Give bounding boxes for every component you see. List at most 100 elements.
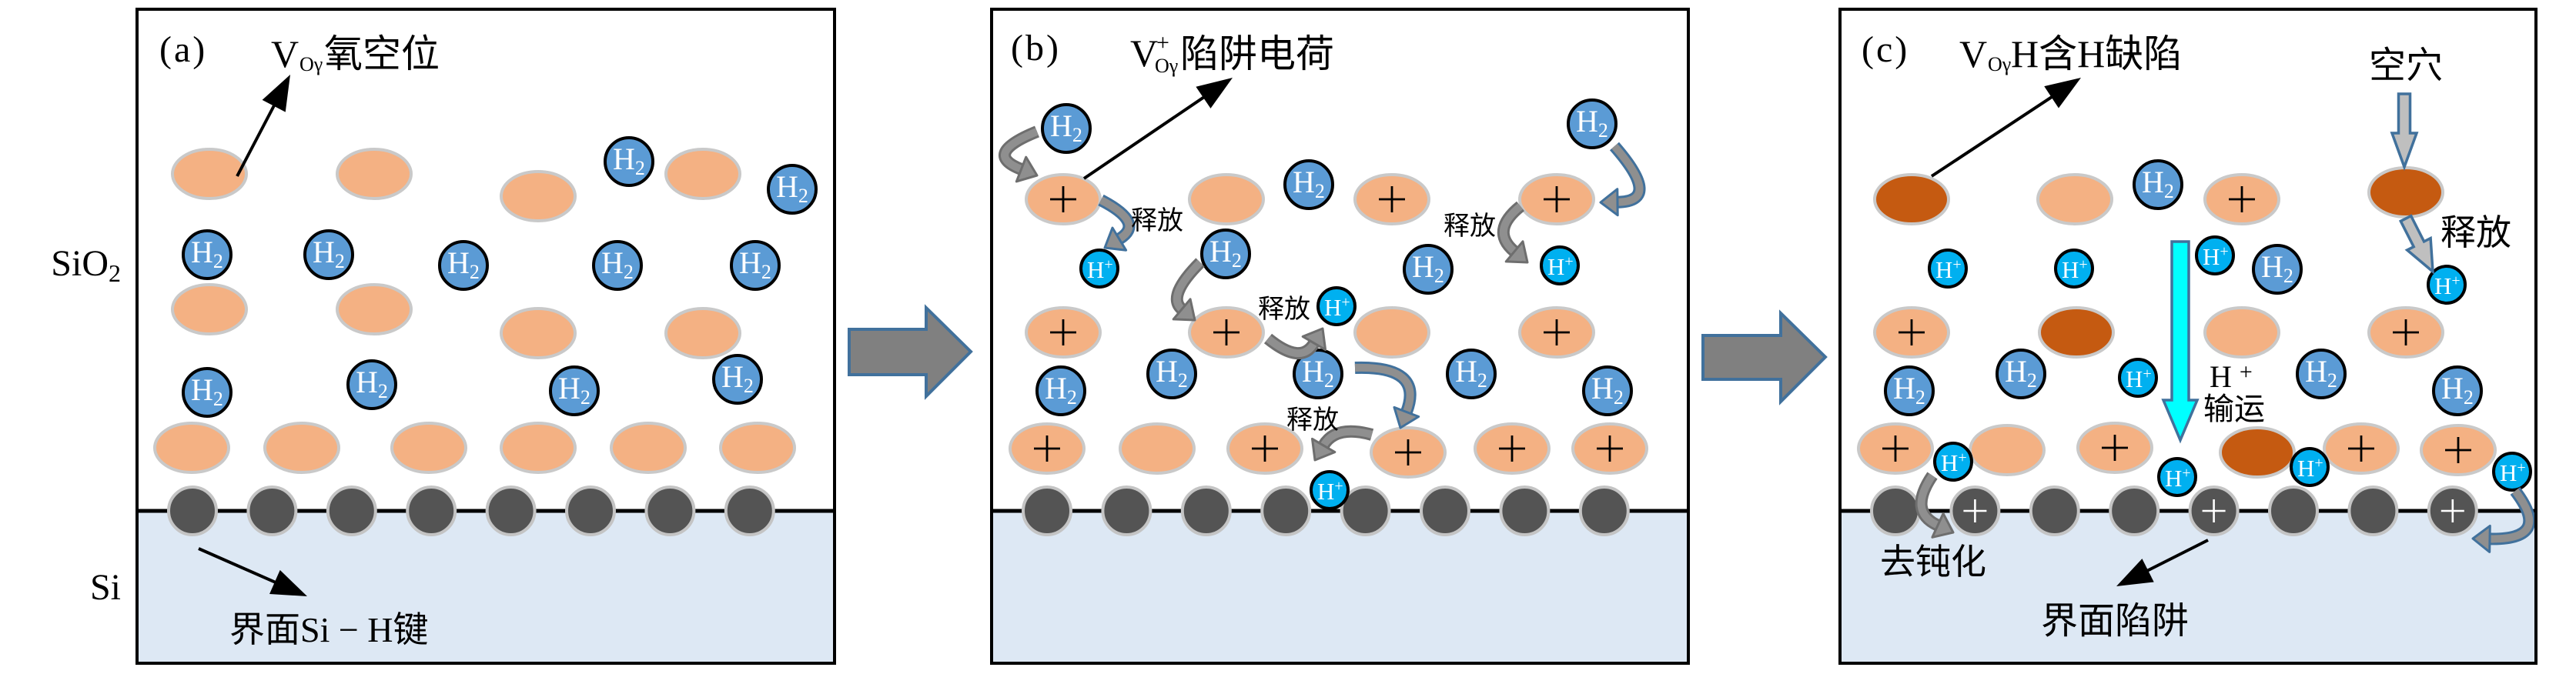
title-symbol: V	[1959, 32, 1987, 75]
h2-label: H2	[2142, 165, 2174, 202]
h2-symbol: H	[1156, 354, 1178, 389]
h-plus-circle	[1316, 286, 1357, 326]
h-plus-symbol: H	[1935, 256, 1952, 283]
arrow-head	[1196, 78, 1233, 108]
reaction-arrow-head	[2471, 524, 2491, 553]
interface-si-passivated	[2029, 485, 2080, 536]
vacancy-ellipse	[2367, 166, 2444, 219]
title-subscript: Oγ	[1155, 55, 1178, 77]
h2-circle	[1884, 365, 1935, 416]
h2-subscript: 2	[1324, 369, 1334, 392]
h2-molecule: H2	[303, 229, 354, 280]
h2-symbol: H	[776, 169, 798, 204]
h-plus-ion: H+	[2157, 457, 2197, 497]
h-plus-label: H+	[1087, 256, 1113, 283]
h2-circle	[1200, 229, 1251, 279]
pointer-arrow	[236, 75, 290, 177]
h2-molecule: H2	[1035, 365, 1086, 416]
interface-si-passivated	[246, 485, 298, 536]
interface-trap-label: 界面陷阱	[2041, 601, 2189, 642]
h2-subscript: 2	[2283, 265, 2293, 287]
positive-charge-icon	[1050, 186, 1076, 212]
h2-molecule: H2	[1146, 349, 1197, 399]
release-label: 释放	[1286, 405, 1339, 435]
oxygen-vacancy-neutral	[664, 307, 741, 359]
reaction-arrow-head	[1301, 327, 1327, 352]
h2-subscript: 2	[2464, 386, 2474, 409]
h-plus-ion: H+	[1540, 245, 1580, 285]
silicon-substrate	[1840, 511, 2536, 663]
reaction-arrow-body	[1354, 363, 1414, 414]
arrow-shaft	[198, 547, 277, 585]
oxygen-vacancy-hydrogenated	[2367, 166, 2444, 219]
h2-molecule: H2	[2252, 244, 2303, 295]
oxygen-vacancy-charged	[1025, 173, 1102, 225]
oxygen-vacancy-neutral	[263, 422, 340, 474]
h-plus-circle	[1928, 249, 1968, 289]
reaction-arrow-head	[1504, 240, 1529, 264]
h-plus-symbol: H	[1547, 253, 1564, 280]
h2-subscript: 2	[1477, 369, 1487, 392]
h-plus-superscript: +	[1104, 256, 1112, 273]
h-plus-ion: H+	[1310, 470, 1350, 510]
pointer-arrow	[1930, 78, 2081, 178]
reaction-arrow	[1915, 472, 1955, 539]
interface-si-atom	[1180, 485, 1232, 536]
h2-symbol: H	[2142, 165, 2164, 199]
positive-charge-icon	[1882, 435, 1909, 462]
h2-label: H2	[1576, 104, 1608, 142]
h-plus-ion: H+	[2054, 249, 2094, 289]
reaction-arrow-head	[1015, 155, 1039, 183]
step-arrow-a-to-b	[848, 304, 973, 400]
reaction-arrow	[1497, 201, 1529, 264]
vacancy-ellipse	[1188, 173, 1265, 225]
title-text: H含H缺陷	[2011, 32, 2182, 75]
interface-si-passivated	[644, 485, 696, 536]
arrow-head	[2116, 559, 2154, 586]
h-plus-symbol: H	[1087, 256, 1104, 283]
h-plus-circle	[2054, 249, 2094, 289]
h-plus-release-arrow	[2398, 214, 2435, 275]
positive-charge-icon	[1050, 319, 1076, 345]
h2-symbol: H	[721, 359, 744, 394]
h2-label: H2	[613, 142, 645, 179]
vacancy-ellipse	[390, 422, 467, 474]
oxygen-vacancy-hydrogenated	[2219, 426, 2296, 479]
title-text: 氧空位	[324, 32, 440, 75]
h-plus-label: H+	[2434, 272, 2461, 299]
oxygen-vacancy-neutral	[719, 422, 796, 474]
interface-si-atoms	[1022, 485, 1630, 536]
interface-si-passivated	[1420, 485, 1470, 536]
title-symbol: V	[1130, 32, 1158, 75]
h2-circle	[2432, 365, 2483, 416]
hole-capture-arrow	[2390, 92, 2419, 172]
h2-circle	[767, 164, 818, 215]
interface-si-atom	[406, 485, 457, 536]
h-plus-circle	[1933, 442, 1973, 482]
pointer-arrow	[1082, 78, 1233, 180]
h2-label: H2	[191, 372, 223, 410]
release-label: 释放	[1444, 212, 1496, 241]
h2-molecule: H2	[592, 240, 643, 291]
vacancy-ellipse	[610, 422, 687, 474]
h2-circle	[303, 229, 354, 280]
h-plus-superscript: +	[2143, 365, 2151, 382]
oxygen-vacancy-neutral	[1969, 424, 2046, 476]
h2-symbol: H	[447, 245, 470, 280]
arrow-shaft	[1082, 95, 1206, 180]
title-subscript: Oγ	[299, 53, 323, 75]
reaction-arrow-body	[1320, 427, 1373, 448]
h2-subscript: 2	[1067, 386, 1077, 409]
h2-label: H2	[356, 365, 388, 402]
reaction-arrow	[1098, 194, 1136, 252]
h2-subscript: 2	[1598, 119, 1608, 142]
oxygen-vacancy-charged	[1518, 173, 1595, 225]
reaction-arrow-body	[1099, 196, 1133, 242]
transport-species-label: H+	[2210, 359, 2253, 394]
oxygen-vacancy-charged	[2323, 422, 2400, 475]
h2-circle	[346, 359, 397, 410]
h2-circle	[1293, 349, 1343, 399]
h2-symbol: H	[1455, 354, 1477, 389]
h-plus-circle	[2118, 358, 2158, 398]
